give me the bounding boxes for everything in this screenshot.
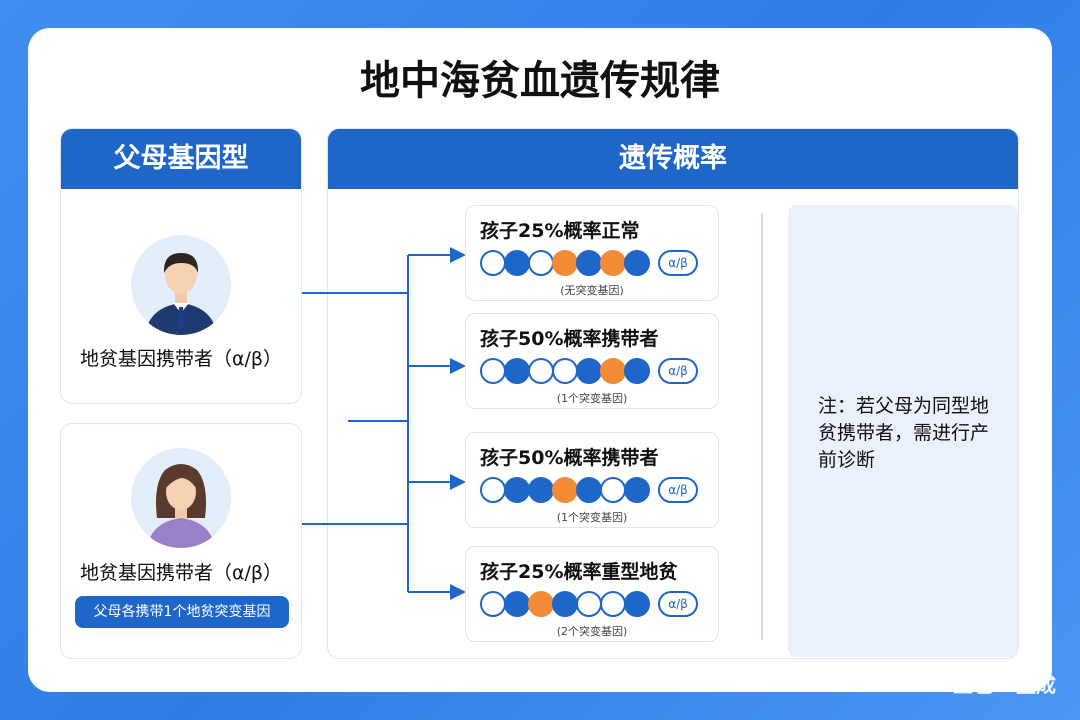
result-card-normal: 孩子25%概率正常 α/β (无突变基因) (465, 205, 719, 301)
normal-gene-dot (504, 591, 530, 617)
result-card-severe: 孩子25%概率重型地贫 α/β (2个突变基因) (465, 546, 719, 642)
mutant-gene-dot (528, 591, 554, 617)
normal-gene-dot (528, 477, 554, 503)
normal-gene-dot (624, 250, 650, 276)
normal-gene-dot (624, 358, 650, 384)
empty-gene-dot (552, 358, 578, 384)
normal-gene-dot (576, 250, 602, 276)
genotype-pill: α/β (658, 250, 698, 276)
probability-header: 遗传概率 (328, 129, 1018, 189)
normal-gene-dot (624, 591, 650, 617)
result-subtitle: (1个突变基因) (556, 511, 628, 524)
result-title: 孩子50%概率携带者 (480, 328, 659, 350)
parent-badge: 父母各携带1个地贫突变基因 (75, 596, 289, 628)
empty-gene-dot (480, 591, 506, 617)
gene-dots: α/β (480, 250, 698, 276)
result-card-carrier-1: 孩子50%概率携带者 α/β (1个突变基因) (465, 313, 719, 409)
empty-gene-dot (480, 250, 506, 276)
mutant-gene-dot (552, 250, 578, 276)
genotype-pill: α/β (658, 477, 698, 503)
genotype-pill: α/β (658, 591, 698, 617)
empty-gene-dot (528, 358, 554, 384)
normal-gene-dot (504, 358, 530, 384)
result-title: 孩子25%概率正常 (480, 220, 640, 242)
empty-gene-dot (600, 477, 626, 503)
empty-gene-dot (480, 477, 506, 503)
normal-gene-dot (576, 477, 602, 503)
normal-gene-dot (504, 477, 530, 503)
note-text: 注：若父母为同型地贫携带者，需进行产前诊断 (818, 395, 990, 471)
mother-genotype-label: 地贫基因携带者（α/β） (79, 562, 283, 584)
result-title: 孩子25%概率重型地贫 (480, 561, 678, 583)
normal-gene-dot (624, 477, 650, 503)
empty-gene-dot (576, 591, 602, 617)
empty-gene-dot (600, 591, 626, 617)
mutant-gene-dot (600, 358, 626, 384)
parent-genotype-header: 父母基因型 (61, 129, 301, 189)
gene-dots: α/β (480, 358, 698, 384)
normal-gene-dot (552, 591, 578, 617)
gene-dots: α/β (480, 477, 698, 503)
normal-gene-dot (504, 250, 530, 276)
father-genotype-label: 地贫基因携带者（α/β） (79, 348, 283, 370)
gene-dots: α/β (480, 591, 698, 617)
result-title: 孩子50%概率携带者 (480, 447, 659, 469)
mutant-gene-dot (600, 250, 626, 276)
mother-panel: 地贫基因携带者（α/β） 父母各携带1个地贫突变基因 (60, 423, 302, 659)
result-card-carrier-2: 孩子50%概率携带者 α/β (1个突变基因) (465, 432, 719, 528)
mother-avatar-icon (131, 448, 231, 548)
father-avatar-icon (131, 235, 231, 335)
normal-gene-dot (576, 358, 602, 384)
parent-genotype-panel: 父母基因型 地贫基因携带者（α/β） (60, 128, 302, 404)
result-subtitle: (2个突变基因) (556, 625, 628, 638)
genotype-pill: α/β (658, 358, 698, 384)
result-subtitle: (无突变基因) (560, 284, 624, 297)
empty-gene-dot (528, 250, 554, 276)
mutant-gene-dot (552, 477, 578, 503)
empty-gene-dot (480, 358, 506, 384)
page-title: 地中海贫血遗传规律 (360, 58, 720, 104)
watermark: 豆包AI生成 (953, 673, 1056, 697)
result-subtitle: (1个突变基因) (556, 392, 628, 405)
note-box: 注：若父母为同型地贫携带者，需进行产前诊断 (788, 205, 1018, 657)
